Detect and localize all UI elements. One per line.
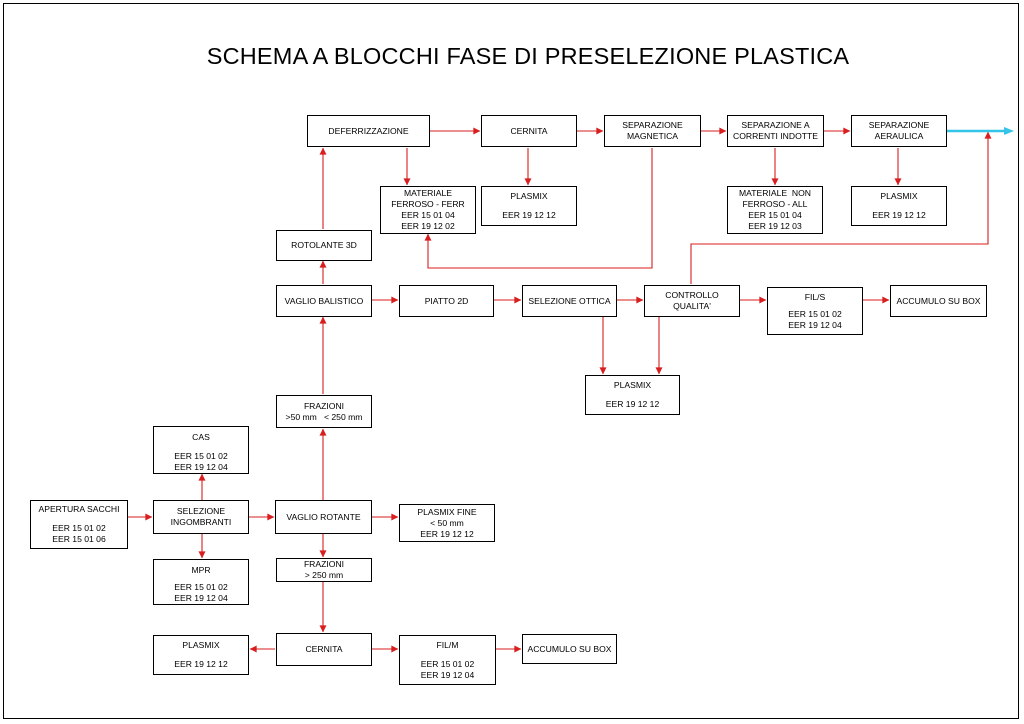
block-fil-m: FIL/M EER 15 01 02 EER 19 12 04 xyxy=(399,635,496,685)
block-cernita-bottom: CERNITA xyxy=(276,633,372,666)
block-rotolante-3d: ROTOLANTE 3D xyxy=(276,230,372,261)
block-vaglio-balistico: VAGLIO BALISTICO xyxy=(276,285,372,317)
block-piatto-2d: PIATTO 2D xyxy=(399,285,494,317)
block-mpr: MPR EER 15 01 02 EER 19 12 04 xyxy=(153,559,249,605)
block-selezione-ottica: SELEZIONE OTTICA xyxy=(522,285,617,317)
arrow-controllo-to-separazione-aeraulica xyxy=(690,131,992,284)
arrow-magnetica-to-materiale-ferroso xyxy=(424,148,653,269)
diagram-title: SCHEMA A BLOCCHI FASE DI PRESELEZIONE PL… xyxy=(206,43,850,69)
block-separazione-aeraulica: SEPARAZIONE AERAULICA xyxy=(851,115,947,147)
block-separazione-magnetica: SEPARAZIONE MAGNETICA xyxy=(604,115,701,147)
block-fil-s: FIL/S EER 15 01 02 EER 19 12 04 xyxy=(767,287,863,335)
block-controllo-qualita: CONTROLLO QUALITA' xyxy=(644,285,740,317)
block-accumulo-right: ACCUMULO SU BOX xyxy=(890,285,987,317)
output-arrow-aeraulica xyxy=(1004,127,1014,135)
block-vaglio-rotante: VAGLIO ROTANTE xyxy=(275,500,372,534)
block-plasmix-top1: PLASMIX EER 19 12 12 xyxy=(481,186,577,226)
block-accumulo-bottom: ACCUMULO SU BOX xyxy=(522,634,617,664)
block-frazioni-mid: FRAZIONI >50 mm < 250 mm xyxy=(276,395,372,428)
block-apertura-sacchi: APERTURA SACCHI EER 15 01 02 EER 15 01 0… xyxy=(30,500,128,549)
block-frazioni-big: FRAZIONI > 250 mm xyxy=(276,558,372,582)
block-materiale-non-ferroso: MATERIALE NON FERROSO - ALL EER 15 01 04… xyxy=(727,186,823,234)
drawing-frame xyxy=(3,3,1019,719)
block-plasmix-top2: PLASMIX EER 19 12 12 xyxy=(851,186,947,226)
block-cernita-top: CERNITA xyxy=(481,115,577,147)
block-selezione-ingombranti: SELEZIONE INGOMBRANTI xyxy=(153,500,249,534)
block-cas: CAS EER 15 01 02 EER 19 12 04 xyxy=(153,426,249,474)
block-materiale-ferroso: MATERIALE FERROSO - FERR EER 15 01 04 EE… xyxy=(380,186,476,234)
block-plasmix-fine: PLASMIX FINE < 50 mm EER 19 12 12 xyxy=(399,504,495,542)
block-plasmix-mid: PLASMIX EER 19 12 12 xyxy=(585,375,680,415)
block-plasmix-bottom: PLASMIX EER 19 12 12 xyxy=(153,635,249,675)
block-deferrizzazione: DEFERRIZZAZIONE xyxy=(307,115,430,147)
block-separazione-correnti: SEPARAZIONE A CORRENTI INDOTTE xyxy=(727,115,824,147)
